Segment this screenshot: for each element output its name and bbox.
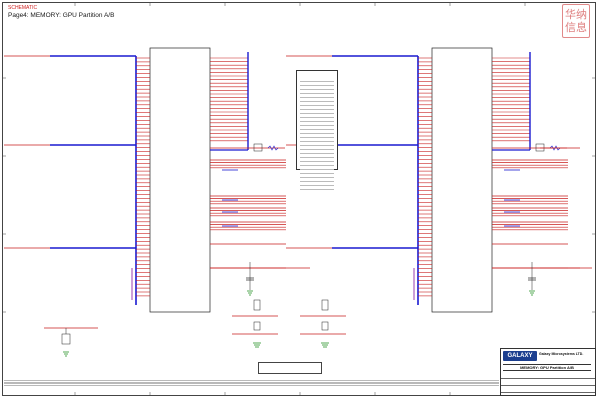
divider-ground: [321, 342, 329, 348]
partition-a-ref-resistor: [267, 145, 279, 151]
company-name: Galaxy Microsystems LTD.: [539, 352, 584, 356]
divider-resistor: [253, 299, 261, 311]
partition-a-ground: [247, 290, 253, 296]
title-block-rows: [501, 372, 595, 393]
divider-resistor: [321, 299, 329, 311]
disclaimer-footnote: [4, 379, 499, 387]
sheet-border: [2, 2, 596, 396]
watermark-seal: 华纳信息: [562, 4, 590, 38]
partition-b-ic-body: [431, 47, 493, 313]
partition-a-ref-cap: [253, 143, 263, 152]
page-title: Page4: MEMORY: GPU Partition A/B: [8, 12, 115, 19]
divider-resistor: [321, 321, 329, 331]
partition-b-ref-cap: [535, 143, 545, 152]
vref-ground: [63, 351, 69, 357]
title-block: GALAXY Galaxy Microsystems LTD. MEMORY: …: [500, 348, 596, 396]
sheet-title: MEMORY: GPU Partition A/B: [503, 364, 591, 371]
revision-box: [258, 362, 322, 374]
divider-ground: [253, 342, 261, 348]
sheet-tag: SCHEMATIC: [8, 5, 38, 11]
pin-notes-table: [296, 70, 338, 190]
partition-b-ground: [529, 290, 535, 296]
company-logo: GALAXY: [503, 351, 537, 361]
divider-resistor: [253, 321, 261, 331]
partition-a-ic-body: [149, 47, 211, 313]
vref-cap: [61, 333, 71, 345]
